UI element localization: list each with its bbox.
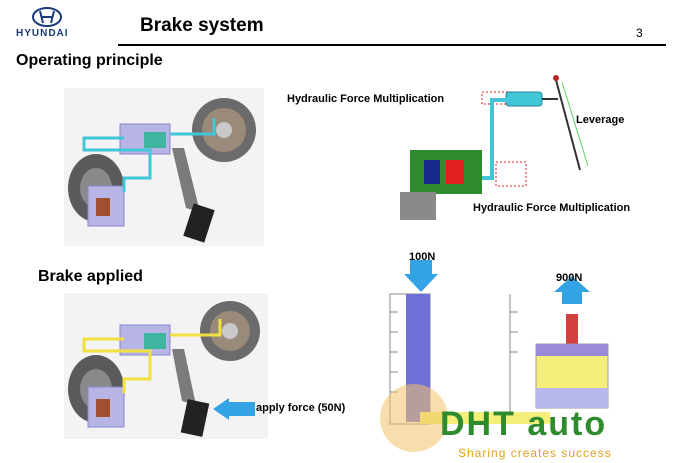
hydraulic-leverage-diagram [400,70,600,224]
label-hydraulic-bottom: Hydraulic Force Multiplication [473,202,631,214]
label-hydraulic-top: Hydraulic Force Multiplication [287,93,445,105]
brand-logo: HYUNDAI [16,5,78,41]
label-apply-force: apply force (50N) [256,402,346,414]
force-output-label: 900N [556,272,583,284]
header-divider [118,44,666,46]
brake-system-diagram-idle [64,88,264,246]
hyundai-emblem-icon [32,7,62,27]
hydraulic-cylinders-diagram [380,252,620,442]
watermark-tagline: Sharing creates success [458,446,612,460]
watermark-logo-icon [376,380,452,461]
page-title: Brake system [140,15,264,36]
logo-text: HYUNDAI [16,28,69,39]
label-leverage: Leverage [576,114,625,126]
section-operating-principle: Operating principle [16,52,163,69]
section-brake-applied: Brake applied [38,268,143,285]
watermark-brand: DHT auto [440,405,608,443]
apply-force-arrow-icon [213,398,255,425]
force-input-label: 100N [409,251,436,263]
page-number: 3 [636,26,643,40]
